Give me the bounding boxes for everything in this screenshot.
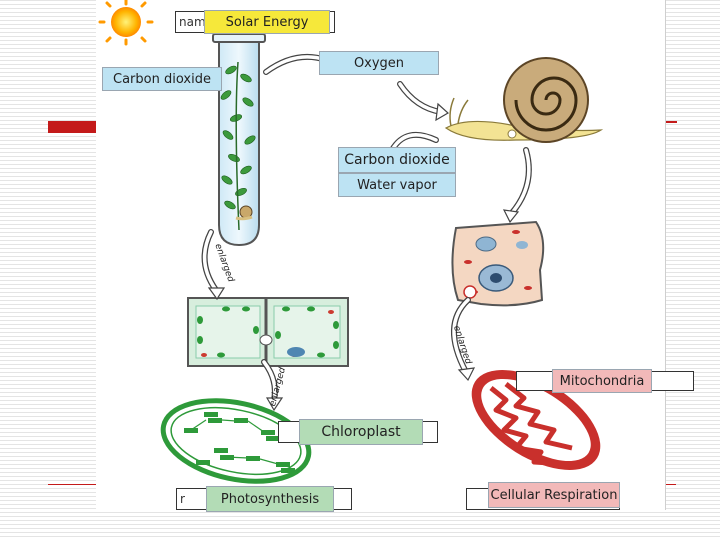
snail-illustration — [444, 57, 604, 143]
diagram-illustration — [98, 0, 604, 484]
oxygen-label[interactable]: Oxygen — [319, 51, 439, 75]
animal-cell-illustration — [451, 220, 545, 307]
carbon-dioxide-label-left[interactable]: Carbon dioxide — [102, 67, 222, 91]
sun-icon — [98, 0, 154, 46]
slide-accent-line-right — [665, 121, 677, 123]
test-tube-illustration — [212, 33, 266, 247]
mitochondria-label[interactable]: Mitochondria — [552, 369, 652, 393]
chloroplast-illustration — [160, 398, 312, 484]
carbon-dioxide-label-right[interactable]: Carbon dioxide — [338, 147, 456, 173]
cellular-respiration-label[interactable]: Cellular Respiration — [488, 482, 620, 508]
slide-accent-bar — [48, 121, 96, 133]
name-prefix-text: nam — [179, 15, 206, 29]
mitochondrion-illustration — [471, 370, 601, 470]
solar-energy-label[interactable]: Solar Energy — [204, 10, 330, 34]
water-vapor-label[interactable]: Water vapor — [338, 173, 456, 197]
diagram-panel: nam r Solar Energy Carbon dioxide Oxygen… — [96, 0, 694, 512]
plant-cells-illustration — [187, 297, 349, 367]
photosynthesis-label[interactable]: Photosynthesis — [206, 486, 334, 512]
photosynthesis-prefix-text: r — [180, 492, 185, 506]
chloroplast-label[interactable]: Chloroplast — [299, 419, 423, 445]
